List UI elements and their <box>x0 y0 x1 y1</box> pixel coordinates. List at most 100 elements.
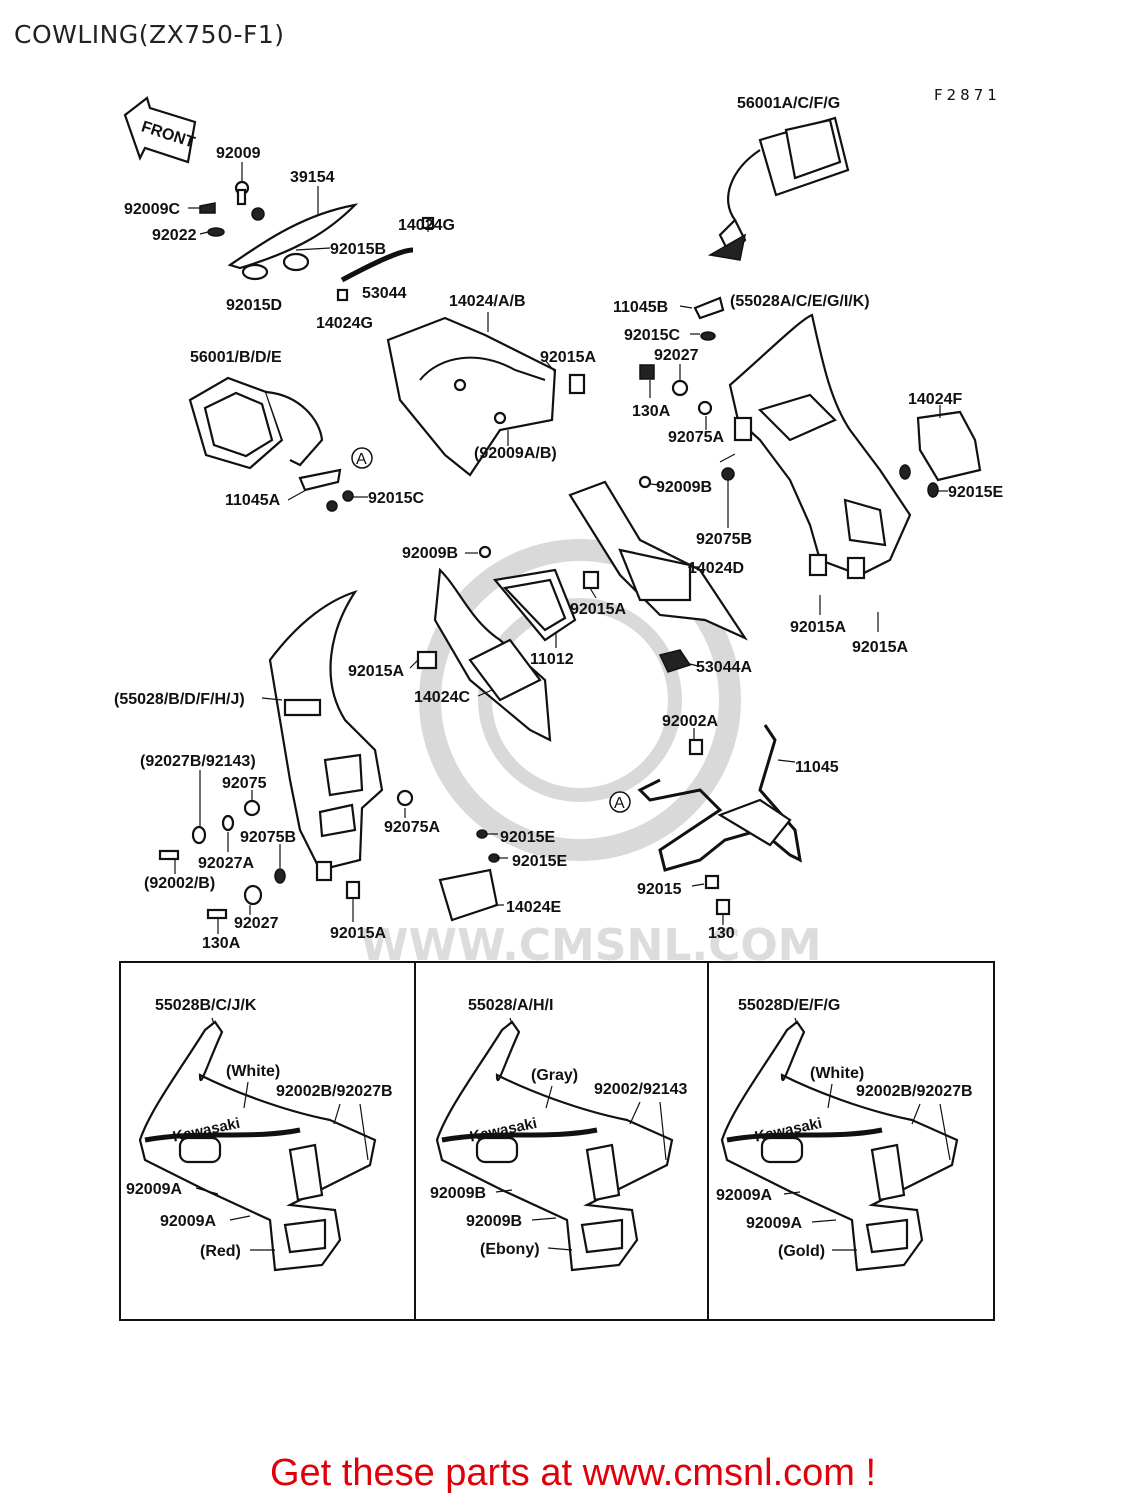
label-14024g-bottom: 14024G <box>316 315 373 332</box>
label-92009: 92009 <box>216 145 261 162</box>
label-92002a: 92002A <box>662 713 718 730</box>
label-92015d: 92015D <box>226 297 282 314</box>
label-92015a-mid: 92015A <box>570 601 626 618</box>
variant-1-panel: Kawasaki 55028B/C/J/K (White) 92002B/920… <box>126 997 393 1272</box>
label-92002-b: (92002/B) <box>144 875 215 892</box>
variant-3-screw2: 92009A <box>746 1215 802 1232</box>
variant-2-panel: Kawasaki 55028/A/H/I (Gray) 92002/92143 … <box>430 997 688 1272</box>
label-53044a: 53044A <box>696 659 752 676</box>
label-92027-bottom: 92027 <box>234 915 279 932</box>
watermark-text: WWW.CMSNL.COM <box>360 920 822 971</box>
panel-14024e-part <box>438 829 500 922</box>
inner-cowl-upper-part <box>386 316 586 477</box>
label-14024f: 14024F <box>908 391 962 408</box>
label-92009a-b: (92009A/B) <box>474 445 557 462</box>
figure-code: F2871 <box>934 86 1001 104</box>
leader-lines <box>174 162 948 934</box>
label-130: 130 <box>708 925 735 942</box>
mirror-right-part <box>707 116 850 261</box>
marker-a-top-label: A <box>356 451 367 468</box>
variants-outer-box <box>119 961 995 1321</box>
label-92009b-upper: 92009B <box>656 479 712 496</box>
label-92075b-left: 92075B <box>240 829 296 846</box>
label-56001a: 56001A/C/F/G <box>737 95 840 112</box>
label-92015a-r1: 92015A <box>790 619 846 636</box>
variant-3-screw1: 92009A <box>716 1187 772 1204</box>
variant-2-code: 55028/A/H/I <box>468 997 553 1014</box>
inner-panel-14024d-part <box>568 467 749 673</box>
label-92015e-right: 92015E <box>948 484 1003 501</box>
variant-1-screw2: 92009A <box>160 1213 216 1230</box>
label-92015e-1: 92015E <box>500 829 555 846</box>
front-arrow-icon: FRONT <box>123 96 197 164</box>
label-92015: 92015 <box>637 881 682 898</box>
marker-a-bottom-label: A <box>614 795 625 812</box>
label-92009c: 92009C <box>124 201 180 218</box>
label-92015a-left: 92015A <box>348 663 404 680</box>
label-92015c-right: 92015C <box>624 327 680 344</box>
label-11045b: 11045B <box>613 299 668 316</box>
label-56001-b-d-e: 56001/B/D/E <box>190 349 282 366</box>
variant-3-bottom-color: (Gold) <box>778 1243 825 1260</box>
label-92027b-92143: (92027B/92143) <box>140 753 256 770</box>
variant-1-screw1: 92009A <box>126 1181 182 1198</box>
label-55028-b-d-f-h-j: (55028/B/D/F/H/J) <box>114 691 245 708</box>
label-92009b-mid: 92009B <box>402 545 458 562</box>
label-11045a: 11045A <box>225 492 281 509</box>
variant-1-fasteners: 92002B/92027B <box>276 1083 393 1100</box>
windshield-trim-part <box>199 180 435 302</box>
label-92015c-left: 92015C <box>368 490 424 507</box>
variant-3-code: 55028D/E/F/G <box>738 997 840 1014</box>
label-14024g-top: 14024G <box>398 217 455 234</box>
inner-cowl-lower-part <box>416 545 577 742</box>
label-92027a: 92027A <box>198 855 254 872</box>
label-92075a-top: 92075A <box>668 429 724 446</box>
page-title: COWLING(ZX750-F1) <box>14 20 285 49</box>
label-14024c: 14024C <box>414 689 470 706</box>
label-130a-bottom: 130A <box>202 935 241 952</box>
variant-2-screw1: 92009B <box>430 1185 486 1202</box>
label-92022: 92022 <box>152 227 197 244</box>
label-92075b-right: 92075B <box>696 531 752 548</box>
footer-link-text[interactable]: Get these parts at www.cmsnl.com ! <box>269 1452 877 1494</box>
fairing-right-part <box>639 296 912 580</box>
variant-1-top-color: (White) <box>226 1063 280 1080</box>
variant-1-code: 55028B/C/J/K <box>155 997 257 1014</box>
variant-2-top-color: (Gray) <box>531 1067 578 1084</box>
label-92027-top: 92027 <box>654 347 699 364</box>
watermark-inner-ring <box>478 598 682 802</box>
label-14024-a-b: 14024/A/B <box>449 293 526 310</box>
label-53044: 53044 <box>362 285 407 302</box>
reference-marker-a: A A <box>351 447 631 813</box>
fairing-stay-part <box>637 724 802 916</box>
label-92075: 92075 <box>222 775 267 792</box>
label-11045: 11045 <box>795 759 839 776</box>
label-14024d: 14024D <box>688 560 744 577</box>
fairing-left-part <box>158 590 414 920</box>
variant-2-bottom-color: (Ebony) <box>480 1241 540 1258</box>
label-14024e: 14024E <box>506 899 561 916</box>
label-11012: 11012 <box>530 651 574 668</box>
color-variants-table: Kawasaki 55028B/C/J/K (White) 92002B/920… <box>119 961 995 1321</box>
label-92015b: 92015B <box>330 241 386 258</box>
side-panel-14024f-part <box>899 410 982 498</box>
label-92015e-2: 92015E <box>512 853 567 870</box>
variant-2-screw2: 92009B <box>466 1213 522 1230</box>
label-92015a-bottom: 92015A <box>330 925 386 942</box>
label-92075a-left: 92075A <box>384 819 440 836</box>
variant-1-bottom-color: (Red) <box>200 1243 241 1260</box>
part-number-labels: 56001A/C/F/G 92009 39154 92009C 92022 92… <box>114 95 1003 952</box>
variant-2-fasteners: 92002/92143 <box>594 1081 688 1098</box>
label-55028a: (55028A/C/E/G/I/K) <box>730 293 870 310</box>
variant-3-panel: Kawasaki 55028D/E/F/G (White) 92002B/920… <box>716 997 973 1272</box>
label-92015a-upper: 92015A <box>540 349 596 366</box>
label-92015a-r2: 92015A <box>852 639 908 656</box>
label-39154: 39154 <box>290 169 335 186</box>
label-130a-top: 130A <box>632 403 671 420</box>
variant-3-fasteners: 92002B/92027B <box>856 1083 973 1100</box>
watermark-ring <box>419 539 741 861</box>
mirror-left-part <box>188 376 354 512</box>
variant-3-top-color: (White) <box>810 1065 864 1082</box>
